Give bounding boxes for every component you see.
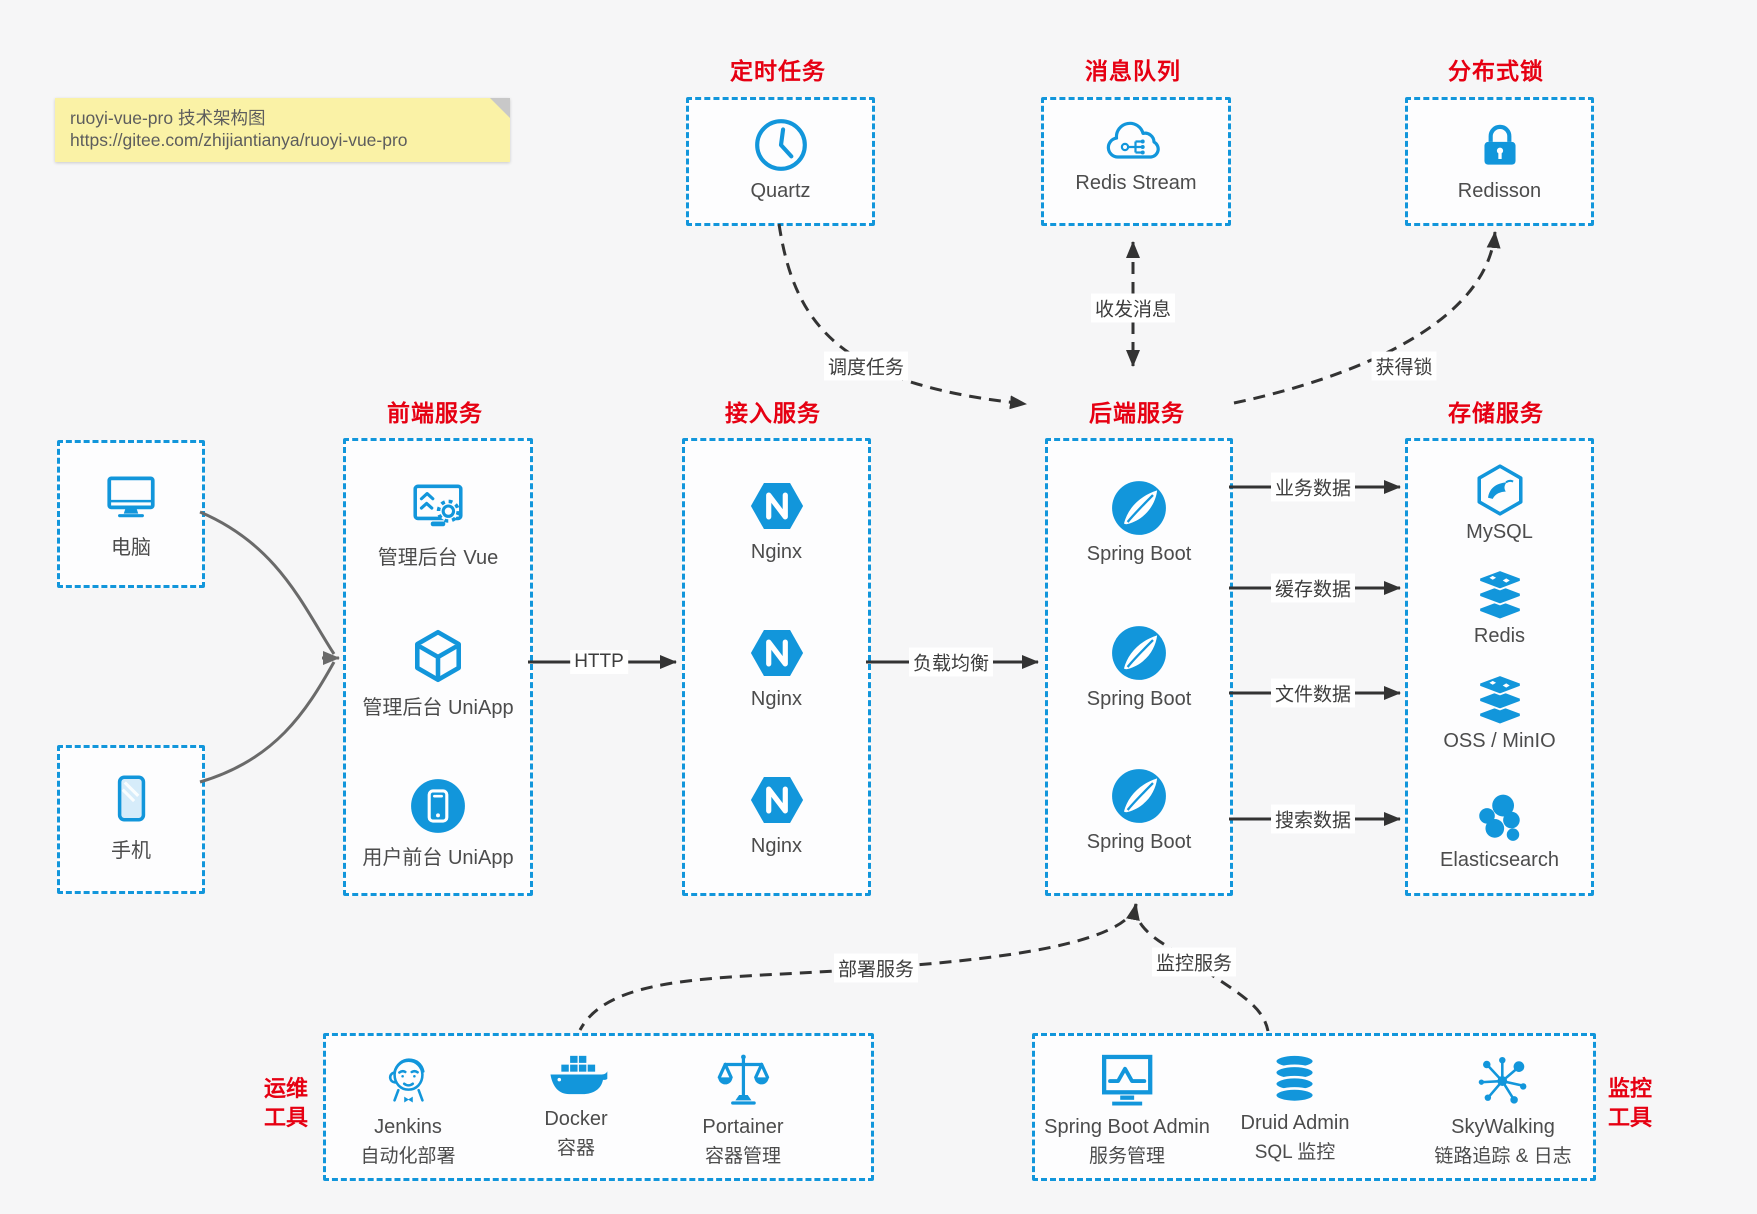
frontend-item-label: 管理后台 UniApp <box>362 697 514 719</box>
box-distributed-lock: Redisson <box>1405 97 1594 226</box>
title-distributed-lock: 分布式锁 <box>1448 58 1544 84</box>
monitor-item-name: Spring Boot Admin <box>1044 1116 1210 1138</box>
frontend-item-label: 用户前台 UniApp <box>362 847 514 869</box>
docker-icon <box>545 1050 607 1102</box>
portainer-scales-icon <box>713 1050 773 1110</box>
nginx-icon <box>748 771 806 829</box>
title-storage: 存储服务 <box>1448 400 1544 426</box>
box-client-pc: 电脑 <box>57 440 205 588</box>
title-backend: 后端服务 <box>1089 400 1185 426</box>
mysql-icon <box>1473 463 1527 517</box>
lock-icon <box>1471 116 1529 174</box>
box-backend: Spring Boot Spring Boot Spring Boot <box>1045 438 1233 896</box>
title-monitor-tools: 监控 工具 <box>1608 1075 1652 1132</box>
edge-label-schedule: 调度任务 <box>823 351 909 381</box>
oss-minio-icon <box>1473 672 1527 726</box>
monitor-item-name: SkyWalking <box>1451 1116 1555 1138</box>
edge-label-filedata: 文件数据 <box>1270 678 1356 708</box>
ops-title-line2: 工具 <box>263 1104 309 1130</box>
clock-icon <box>752 116 810 174</box>
frontend-item-label: 管理后台 Vue <box>377 547 499 569</box>
title-gateway: 接入服务 <box>725 400 821 426</box>
ops-item-name: Portainer <box>702 1116 784 1138</box>
edge-lock-curve <box>1233 231 1501 405</box>
redis-icon <box>1473 567 1527 621</box>
box-frontend: 管理后台 Vue 管理后台 UniApp 用户前台 UniApp <box>343 438 533 896</box>
edge-label-searchdata: 搜索数据 <box>1270 804 1356 834</box>
distributed-lock-label: Redisson <box>1457 180 1542 202</box>
sticky-note: ruoyi-vue-pro 技术架构图 https://gitee.com/zh… <box>55 98 510 162</box>
uniapp-cube-icon <box>409 627 467 685</box>
cloud-stream-icon <box>1104 116 1168 166</box>
box-ops-tools: Jenkins 自动化部署 Docker 容器 <box>323 1033 874 1181</box>
monitor-title-line1: 监控 <box>1607 1076 1653 1101</box>
nginx-icon <box>748 477 806 535</box>
edge-label-deploy: 部署服务 <box>833 953 919 983</box>
elasticsearch-icon <box>1473 791 1527 845</box>
edge-label-cachedata: 缓存数据 <box>1270 573 1356 603</box>
title-frontend: 前端服务 <box>387 400 483 426</box>
ops-item-name: Jenkins <box>374 1116 442 1138</box>
monitor-item-name: Druid Admin <box>1240 1112 1350 1134</box>
monitor-title-line2: 工具 <box>1607 1104 1653 1130</box>
edge-label-loadbalance: 负载均衡 <box>908 647 994 677</box>
storage-item-label: Elasticsearch <box>1440 849 1559 871</box>
client-pc-label: 电脑 <box>111 537 151 559</box>
box-monitor-tools: Spring Boot Admin 服务管理 Druid Admin SQL 监… <box>1032 1033 1596 1181</box>
edge-phone-frontend <box>199 661 336 784</box>
edge-label-bizdata: 业务数据 <box>1270 472 1356 502</box>
box-client-phone: 手机 <box>57 745 205 894</box>
edge-label-message: 收发消息 <box>1090 293 1176 323</box>
note-url: https://gitee.com/zhijiantianya/ruoyi-vu… <box>70 130 408 150</box>
gateway-item-label: Nginx <box>750 541 803 563</box>
box-scheduled-task: Quartz <box>686 97 875 226</box>
spring-boot-icon <box>1110 479 1168 537</box>
gateway-item-label: Nginx <box>750 835 803 857</box>
druid-database-icon <box>1267 1050 1323 1106</box>
spring-boot-admin-icon <box>1097 1050 1157 1110</box>
backend-item-label: Spring Boot <box>1086 543 1192 565</box>
edge-label-monitor: 监控服务 <box>1151 947 1237 977</box>
ops-item-desc: 自动化部署 <box>360 1146 456 1167</box>
jenkins-icon <box>378 1050 438 1110</box>
title-message-queue: 消息队列 <box>1085 58 1181 84</box>
title-scheduled-task: 定时任务 <box>730 58 826 84</box>
monitor-item-desc: 链路追踪 & 日志 <box>1434 1146 1572 1167</box>
edge-pc-frontend <box>199 510 336 655</box>
message-queue-label: Redis Stream <box>1075 172 1197 194</box>
admin-vue-icon <box>409 477 467 535</box>
title-ops-tools: 运维 工具 <box>264 1075 308 1132</box>
box-message-queue: Redis Stream <box>1041 97 1231 226</box>
ops-item-desc: 容器管理 <box>704 1146 781 1167</box>
storage-item-label: OSS / MinIO <box>1443 730 1556 752</box>
nginx-icon <box>748 624 806 682</box>
phone-icon <box>102 770 160 828</box>
edge-label-getlock: 获得锁 <box>1371 351 1437 381</box>
note-title: ruoyi-vue-pro 技术架构图 <box>70 108 266 128</box>
storage-item-label: Redis <box>1473 625 1526 647</box>
scheduled-task-label: Quartz <box>750 180 811 202</box>
backend-item-label: Spring Boot <box>1086 688 1192 710</box>
user-app-icon <box>409 777 467 835</box>
backend-item-label: Spring Boot <box>1086 831 1192 853</box>
edge-label-http: HTTP <box>570 650 628 674</box>
ops-title-line1: 运维 <box>263 1076 309 1101</box>
storage-item-label: MySQL <box>1466 521 1533 543</box>
spring-boot-icon <box>1110 767 1168 825</box>
client-phone-label: 手机 <box>111 840 151 862</box>
note-fold-corner <box>490 98 510 118</box>
ops-item-name: Docker <box>544 1108 608 1130</box>
ops-item-desc: 容器 <box>556 1138 596 1159</box>
gateway-item-label: Nginx <box>750 688 803 710</box>
monitor-item-desc: 服务管理 <box>1088 1146 1165 1167</box>
computer-icon <box>102 467 160 525</box>
monitor-item-desc: SQL 监控 <box>1254 1142 1336 1163</box>
box-storage: MySQL Redis <box>1405 438 1594 896</box>
spring-boot-icon <box>1110 624 1168 682</box>
skywalking-network-icon <box>1473 1050 1533 1110</box>
box-gateway: Nginx Nginx Nginx <box>682 438 871 896</box>
